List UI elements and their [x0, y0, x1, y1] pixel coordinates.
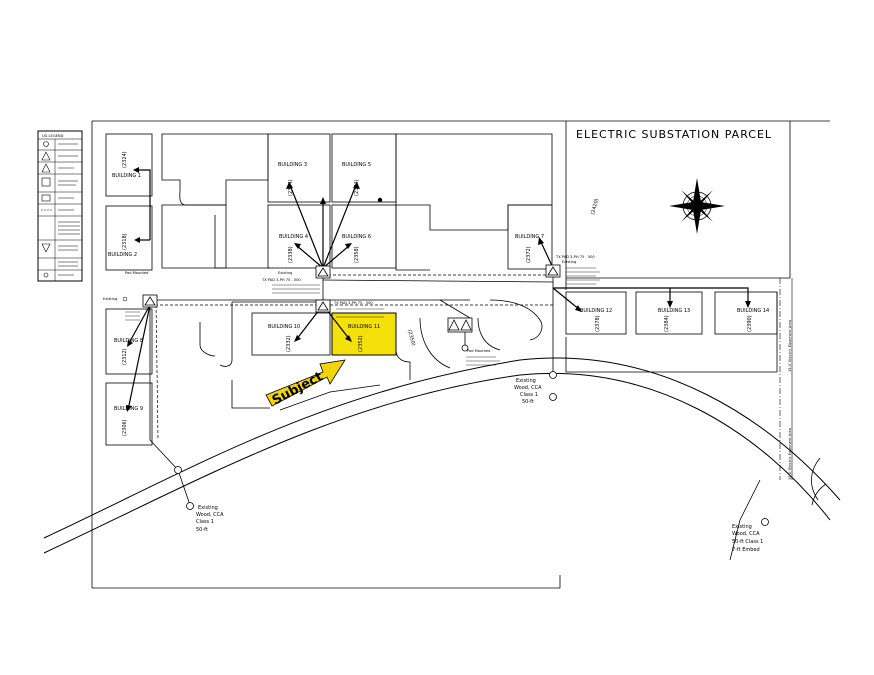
building-11-label: BUILDING 11 [348, 324, 380, 330]
building-12-label: BUILDING 12 [580, 308, 612, 314]
easement-upper: 15.0' Electric Easement Area [788, 320, 792, 372]
north-arrow-icon [669, 178, 725, 234]
pole-icons [174, 197, 769, 526]
legend-circle-icon [43, 141, 49, 147]
building-7-label: BUILDING 7 [515, 234, 544, 240]
pole-left-label: Existing Wood, CCA Class 1 50-ft [196, 505, 224, 533]
building-1-label: BUILDING 1 [112, 173, 141, 179]
legend-arrow-icon [41, 243, 51, 253]
building-11-number: (2352) [358, 335, 364, 352]
building-7-number: (2372) [526, 246, 532, 263]
svg-text:Existing: Existing [516, 378, 536, 384]
easement-lower: 15.0' Electric Easement Area [788, 428, 792, 480]
svg-text:Wood, CCA: Wood, CCA [514, 385, 542, 391]
legend-transformer-icon [41, 151, 51, 161]
svg-text:Wood, CCA: Wood, CCA [196, 512, 224, 518]
pad-mounted-left: Pad Mounted [125, 271, 148, 275]
building-1-number: (2324) [122, 151, 128, 168]
subject-building[interactable] [331, 312, 397, 356]
transformer-icons [142, 264, 561, 333]
building-9-number: (2306) [122, 419, 128, 436]
existing-top: Existing [278, 271, 292, 275]
building-12-number: (2378) [595, 315, 601, 332]
feeder-arrows [127, 169, 749, 411]
svg-text:Class 1: Class 1 [520, 392, 538, 398]
building-14-number: (2390) [747, 315, 753, 332]
building-5-number: (2364) [354, 179, 360, 196]
pole-right-label: Existing Wood, CCA 50-ft Class 1 7-ft Em… [732, 524, 763, 553]
annotations: Existing Pad Mounted Existing TX PAD 3-P… [103, 255, 600, 366]
svg-text:Class 1: Class 1 [196, 519, 214, 525]
road [43, 357, 841, 554]
building-labels: BUILDING 1 (2324) BUILDING 2 (2318) BUIL… [108, 151, 769, 436]
building-3-label: BUILDING 3 [278, 162, 307, 168]
building-9-label: BUILDING 9 [114, 406, 143, 412]
pad-mounted-center: Pad Mounted [467, 349, 490, 353]
subject-arrow: Subject [265, 359, 346, 409]
building-2-label: BUILDING 2 [108, 252, 137, 258]
svg-text:7-ft Embed: 7-ft Embed [732, 547, 760, 553]
building-4-number: (2338) [288, 246, 294, 263]
building-6-label: BUILDING 6 [342, 234, 371, 240]
subject-label: Subject [270, 369, 326, 408]
building-3-number: (2344) [288, 179, 294, 196]
building-5-label: BUILDING 5 [342, 162, 371, 168]
svg-text:Wood, CCA: Wood, CCA [732, 531, 760, 537]
building-10-label: BUILDING 10 [268, 324, 300, 330]
substation-parcel-number: (2420) [590, 198, 600, 216]
building-13-number: (2384) [664, 315, 670, 332]
building-4-label: BUILDING 4 [279, 234, 308, 240]
substation-title: ELECTRIC SUBSTATION PARCEL [576, 128, 772, 141]
svg-text:50-ft: 50-ft [522, 399, 534, 405]
svg-text:50-ft: 50-ft [196, 527, 208, 533]
building-13-label: BUILDING 13 [658, 308, 690, 314]
svg-text:Existing: Existing [198, 505, 218, 511]
distribution-lines [149, 268, 761, 561]
parcel-2350-number: (2350) [406, 329, 416, 347]
building-14-label: BUILDING 14 [737, 308, 769, 314]
building-10-number: (2332) [286, 335, 292, 352]
building-outlines [105, 133, 778, 446]
building-2-number: (2318) [122, 233, 128, 250]
pole-center-label: Existing Wood, CCA Class 1 50-ft [514, 378, 542, 405]
tx-pad-right: TX PAD 3-PH 75 - 500 [555, 255, 595, 259]
building-8-label: BUILDING 8 [114, 338, 143, 344]
legend-pad-icon [41, 177, 51, 187]
existing-left: Existing [103, 297, 117, 301]
svg-text:50-ft Class 1: 50-ft Class 1 [732, 539, 763, 545]
tx-pad-left: TX PAD 3-PH 75 - 500 [261, 278, 301, 282]
arrowheads [126, 167, 751, 412]
existing-right: Existing [562, 260, 576, 264]
legend-title: UG LEGEND [42, 134, 64, 138]
legend-box-icon [41, 194, 51, 202]
legend-light-icon [43, 272, 49, 278]
svg-text:Existing: Existing [732, 524, 752, 530]
building-6-number: (2358) [354, 246, 360, 263]
building-8-number: (2312) [122, 348, 128, 365]
tx-pad-center: TX PAD 3-PH 75 - 500 [333, 301, 373, 305]
legend-triangle-icon [41, 163, 51, 173]
ug-legend: UG LEGEND [37, 130, 83, 282]
